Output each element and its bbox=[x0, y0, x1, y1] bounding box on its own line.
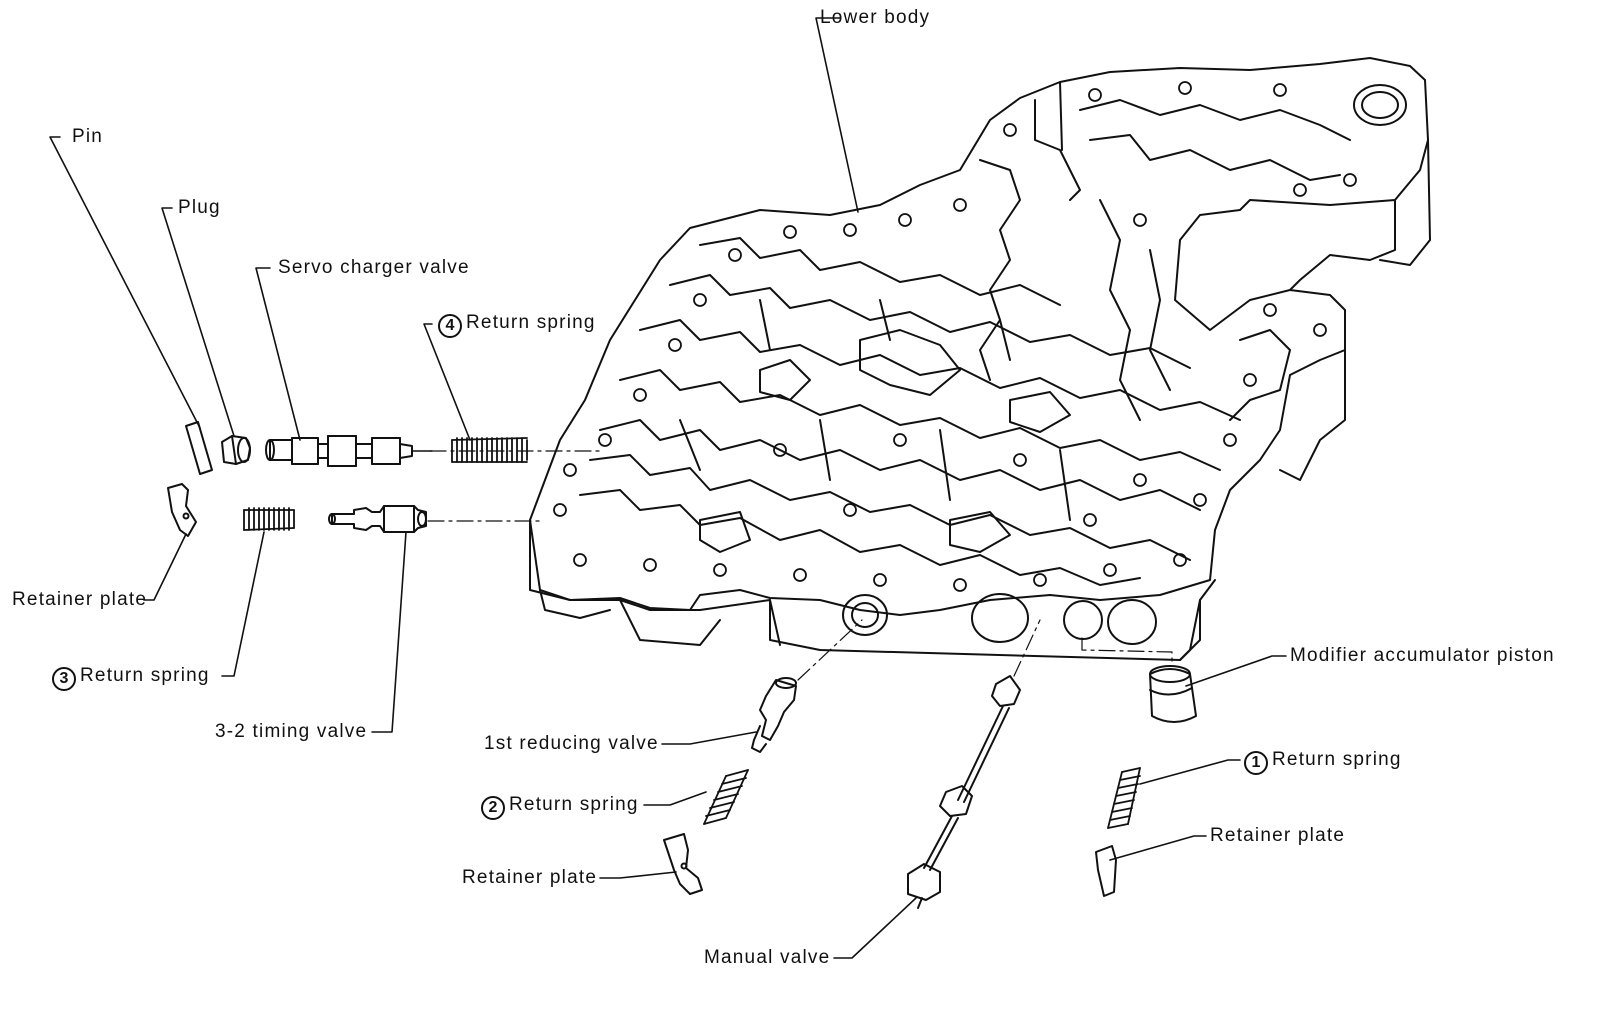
plug-part bbox=[221, 435, 251, 465]
return-spring-2-part bbox=[703, 769, 749, 825]
callout-number-2: 2 bbox=[481, 796, 505, 820]
servo-charger-valve-label: Servo charger valve bbox=[278, 257, 470, 278]
return-spring-2-text: Return spring bbox=[509, 794, 639, 815]
return-spring-4-part bbox=[451, 437, 528, 463]
return-spring-3-text: Return spring bbox=[80, 665, 210, 686]
return-spring-3-part bbox=[243, 507, 295, 531]
first-reducing-valve-part bbox=[751, 677, 797, 753]
retainer-plate-left-part bbox=[167, 483, 197, 537]
lower-body-casting bbox=[529, 57, 1431, 661]
first-reducing-valve-label: 1st reducing valve bbox=[484, 733, 659, 754]
plug-label: Plug bbox=[178, 197, 221, 218]
lower-body-label: Lower body bbox=[820, 7, 931, 28]
manual-valve-part bbox=[907, 675, 1021, 909]
timing-valve-3-2-part bbox=[328, 505, 427, 533]
modifier-accumulator-piston-part bbox=[1149, 665, 1197, 723]
pin-label: Pin bbox=[72, 126, 104, 147]
bolt-holes bbox=[553, 81, 1357, 592]
return-spring-4-text: Return spring bbox=[466, 312, 596, 333]
retainer-plate-right-label: Retainer plate bbox=[1210, 825, 1346, 846]
pin-part bbox=[185, 421, 213, 475]
fluid-channels bbox=[579, 99, 1351, 586]
callout-number-1: 1 bbox=[1244, 751, 1268, 775]
retainer-plate-left-label: Retainer plate bbox=[12, 589, 148, 610]
callout-number-4: 4 bbox=[438, 314, 462, 338]
timing-valve-3-2-label: 3-2 timing valve bbox=[215, 721, 368, 742]
manual-valve-label: Manual valve bbox=[704, 947, 831, 968]
retainer-plate-bottom-label: Retainer plate bbox=[462, 867, 598, 888]
assembly-center-lines bbox=[427, 450, 1173, 681]
retainer-plate-right-part bbox=[1095, 845, 1117, 897]
return-spring-1-text: Return spring bbox=[1272, 749, 1402, 770]
callout-number-3: 3 bbox=[52, 667, 76, 691]
servo-charger-valve-part bbox=[265, 435, 433, 467]
modifier-accumulator-piston-label: Modifier accumulator piston bbox=[1290, 645, 1555, 666]
return-spring-1-part bbox=[1107, 767, 1141, 829]
leader-lines bbox=[49, 17, 1287, 959]
retainer-plate-bottom-part bbox=[663, 833, 703, 895]
